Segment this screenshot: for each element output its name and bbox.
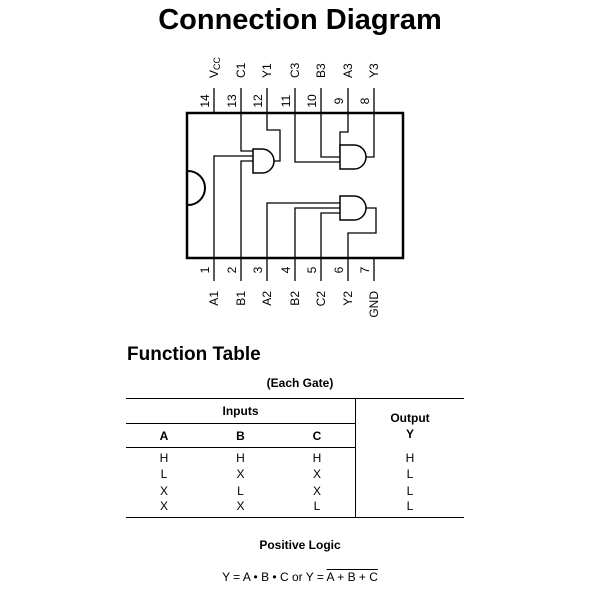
pin-2-name: B1 — [234, 291, 248, 306]
pin-14-number: 14 — [198, 94, 212, 108]
pin-6-number: 6 — [332, 266, 346, 273]
pin-13-number: 13 — [225, 94, 239, 108]
col-b-header: B — [202, 423, 279, 448]
table-cell: L — [160, 466, 168, 481]
function-table-subtitle: (Each Gate) — [266, 376, 334, 390]
table-cell: L — [279, 499, 356, 518]
table-cell: H — [279, 447, 356, 465]
positive-logic-label: Positive Logic — [259, 538, 341, 552]
table-cell: H — [236, 451, 245, 465]
output-header-label: Output — [390, 410, 430, 425]
pin-14-name-subscript: CC — [212, 56, 222, 69]
pin-10-name: B3 — [314, 63, 328, 78]
function-table-title: Function Table — [127, 344, 261, 365]
pin-5-number: 5 — [305, 266, 319, 273]
table-cell: X — [279, 482, 356, 499]
table-cell: X — [236, 466, 245, 481]
pin-9-number: 9 — [332, 97, 346, 104]
pin-11-name: C3 — [288, 62, 302, 78]
table-cell: L — [355, 499, 464, 518]
pin-1-number: 1 — [198, 266, 212, 273]
pin-7-name: GND — [367, 291, 381, 318]
pin-8-number: 8 — [358, 97, 372, 104]
pin-12-name: Y1 — [260, 63, 274, 78]
table-cell: H — [405, 450, 415, 465]
gate-wiring — [213, 113, 377, 258]
and-gate-1 — [252, 148, 275, 174]
col-c-header: C — [279, 423, 356, 448]
table-cell: L — [237, 483, 244, 498]
table-cell: X — [126, 499, 202, 518]
pin-7-number: 7 — [358, 266, 372, 273]
table-cell: L — [406, 466, 414, 481]
pin-5-name: C2 — [314, 291, 328, 307]
formula-overlined: A + B + C — [326, 570, 378, 584]
pin-2-number: 2 — [225, 266, 239, 273]
pin-4-name: B2 — [288, 291, 302, 306]
pin-11-number: 11 — [279, 94, 293, 107]
pin-3-number: 3 — [251, 266, 265, 273]
package-notch — [187, 170, 206, 206]
pin-1-name: A1 — [207, 291, 221, 306]
pin-10-number: 10 — [305, 94, 319, 108]
pin-6-name: Y2 — [341, 291, 355, 306]
pin-9-name: A3 — [341, 63, 355, 78]
col-a-header: A — [126, 423, 202, 448]
formula-prefix: Y = A • B • C or Y = — [222, 570, 327, 584]
table-cell: H — [159, 451, 169, 465]
pin-3-name: A2 — [260, 291, 274, 306]
table-cell: L — [406, 483, 414, 498]
table-cell: X — [202, 499, 279, 518]
pin-4-number: 4 — [279, 266, 293, 273]
pin-12-number: 12 — [251, 94, 265, 108]
pin-13-name: C1 — [234, 62, 248, 78]
pin-8-name: Y3 — [367, 63, 381, 78]
logic-formula: Y = A • B • C or Y = A + B + C — [0, 570, 600, 584]
pin-14-name: VCC — [207, 56, 222, 78]
inputs-header: Inputs — [126, 398, 356, 424]
output-col-header: Y — [405, 426, 414, 441]
and-gate-3 — [339, 144, 367, 170]
table-cell: X — [279, 465, 356, 482]
and-gate-2 — [339, 195, 367, 221]
output-header: Output Y — [355, 398, 464, 448]
table-cell: X — [159, 483, 168, 498]
page-title: Connection Diagram — [158, 4, 442, 36]
